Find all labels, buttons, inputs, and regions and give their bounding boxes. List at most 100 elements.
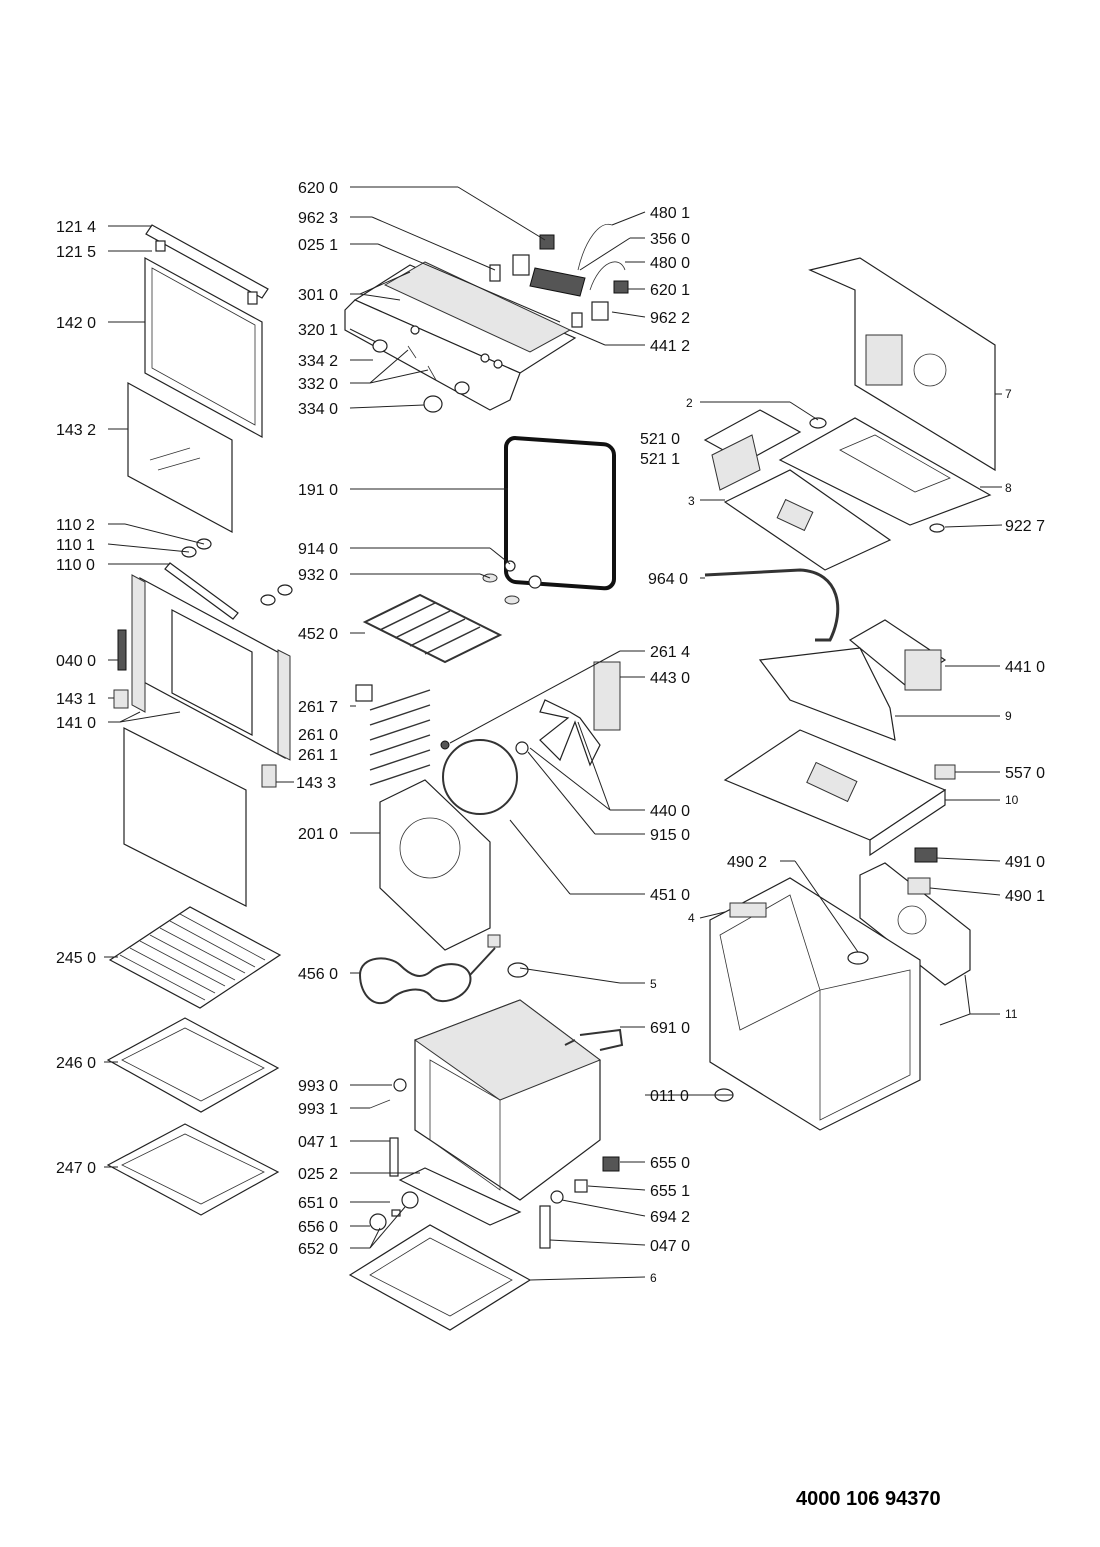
cooling-duct xyxy=(778,417,992,533)
tube xyxy=(704,568,840,642)
label-4: 4 xyxy=(688,911,695,925)
label-490-2: 490 2 xyxy=(727,854,767,871)
label-334-0: 334 0 xyxy=(298,401,338,418)
label-261-0: 261 0 xyxy=(298,727,338,744)
label-451-0: 451 0 xyxy=(650,887,690,904)
baking-tray xyxy=(106,1017,280,1113)
label-110-0: 110 0 xyxy=(56,557,95,574)
label-025-1: 025 1 xyxy=(298,237,338,254)
label-246-0: 246 0 xyxy=(56,1055,96,1072)
label-5: 5 xyxy=(650,977,657,991)
wire-rack xyxy=(108,906,282,1009)
label-443-0: 443 0 xyxy=(650,670,690,687)
part-labels: 121 4 121 5 142 0 143 2 110 2 110 1 110 … xyxy=(56,180,1045,1285)
label-247-0: 247 0 xyxy=(56,1160,96,1177)
label-047-1: 047 1 xyxy=(298,1134,338,1151)
document-number: 4000 106 94370 xyxy=(796,1488,941,1510)
label-651-0: 651 0 xyxy=(298,1195,338,1212)
label-914-0: 914 0 xyxy=(298,541,338,558)
label-452-0: 452 0 xyxy=(298,626,338,643)
label-441-0: 441 0 xyxy=(1005,659,1045,676)
label-261-4: 261 4 xyxy=(650,644,690,661)
rear-cover xyxy=(859,847,971,986)
leader-lines xyxy=(104,186,1003,1281)
label-932-0: 932 0 xyxy=(298,567,338,584)
label-201-0: 201 0 xyxy=(298,826,338,843)
label-655-1: 655 1 xyxy=(650,1183,690,1200)
label-656-0: 656 0 xyxy=(298,1219,338,1236)
door-frame xyxy=(131,574,291,761)
label-6: 6 xyxy=(650,1271,657,1285)
control-electronics xyxy=(489,223,629,328)
label-490-1: 490 1 xyxy=(1005,888,1045,905)
label-480-0: 480 0 xyxy=(650,255,690,272)
label-480-1: 480 1 xyxy=(650,205,690,222)
rear-panel xyxy=(379,779,491,951)
label-691-0: 691 0 xyxy=(650,1020,690,1037)
label-3: 3 xyxy=(688,494,695,508)
outer-door-glass xyxy=(144,256,263,439)
label-964-0: 964 0 xyxy=(648,571,688,588)
outer-casing xyxy=(709,877,921,1131)
label-655-0: 655 0 xyxy=(650,1155,690,1172)
label-245-0: 245 0 xyxy=(56,950,96,967)
label-521-1: 521 1 xyxy=(640,451,680,468)
label-142-0: 142 0 xyxy=(56,315,96,332)
label-261-7: 261 7 xyxy=(298,699,338,716)
fan-assembly xyxy=(442,661,621,815)
deep-pan xyxy=(106,1123,280,1216)
door-switches xyxy=(369,1028,624,1231)
label-456-0: 456 0 xyxy=(298,966,338,983)
label-993-1: 993 1 xyxy=(298,1101,338,1118)
label-557-0: 557 0 xyxy=(1005,765,1045,782)
electronics-module xyxy=(703,409,827,491)
label-652-0: 652 0 xyxy=(298,1241,338,1258)
label-620-1: 620 1 xyxy=(650,282,690,299)
label-121-5: 121 5 xyxy=(56,244,96,261)
label-915-0: 915 0 xyxy=(650,827,690,844)
label-9: 9 xyxy=(1005,709,1012,723)
label-2: 2 xyxy=(686,396,693,410)
door-seal xyxy=(504,436,616,591)
label-047-0: 047 0 xyxy=(650,1238,690,1255)
label-121-4: 121 4 xyxy=(56,219,96,236)
oven-cavity xyxy=(369,962,602,1249)
label-441-2: 441 2 xyxy=(650,338,690,355)
label-491-0: 491 0 xyxy=(1005,854,1045,871)
label-521-0: 521 0 xyxy=(640,431,680,448)
label-261-1: 261 1 xyxy=(298,747,338,764)
label-11: 11 xyxy=(1005,1007,1018,1021)
label-10: 10 xyxy=(1005,793,1019,807)
knobs xyxy=(372,339,470,413)
inner-door-glass xyxy=(127,381,233,534)
label-301-0: 301 0 xyxy=(298,287,338,304)
label-8: 8 xyxy=(1005,481,1012,495)
shelf-runners xyxy=(355,684,450,786)
door-hinge xyxy=(117,629,127,671)
label-143-3: 143 3 xyxy=(296,775,336,792)
label-440-0: 440 0 xyxy=(650,803,690,820)
label-356-0: 356 0 xyxy=(650,231,690,248)
label-993-0: 993 0 xyxy=(298,1078,338,1095)
label-141-0: 141 0 xyxy=(56,715,96,732)
bottom-panel xyxy=(348,1224,532,1331)
top-cover xyxy=(808,257,996,472)
label-922-7: 922 7 xyxy=(1005,518,1045,535)
cooling-fan xyxy=(758,619,947,741)
label-962-3: 962 3 xyxy=(298,210,338,227)
label-191-0: 191 0 xyxy=(298,482,338,499)
label-143-1: 143 1 xyxy=(56,691,96,708)
lower-element xyxy=(358,934,501,1005)
label-620-0: 620 0 xyxy=(298,180,338,197)
label-334-2: 334 2 xyxy=(298,353,338,370)
door-top-trim xyxy=(145,224,269,305)
label-962-2: 962 2 xyxy=(650,310,690,327)
label-7: 7 xyxy=(1005,387,1012,401)
label-332-0: 332 0 xyxy=(298,376,338,393)
label-110-1: 110 1 xyxy=(56,537,95,554)
door-inner-panel xyxy=(123,727,247,907)
grill-element xyxy=(362,560,542,664)
label-011-0: 011 0 xyxy=(650,1088,689,1105)
label-143-2: 143 2 xyxy=(56,422,96,439)
